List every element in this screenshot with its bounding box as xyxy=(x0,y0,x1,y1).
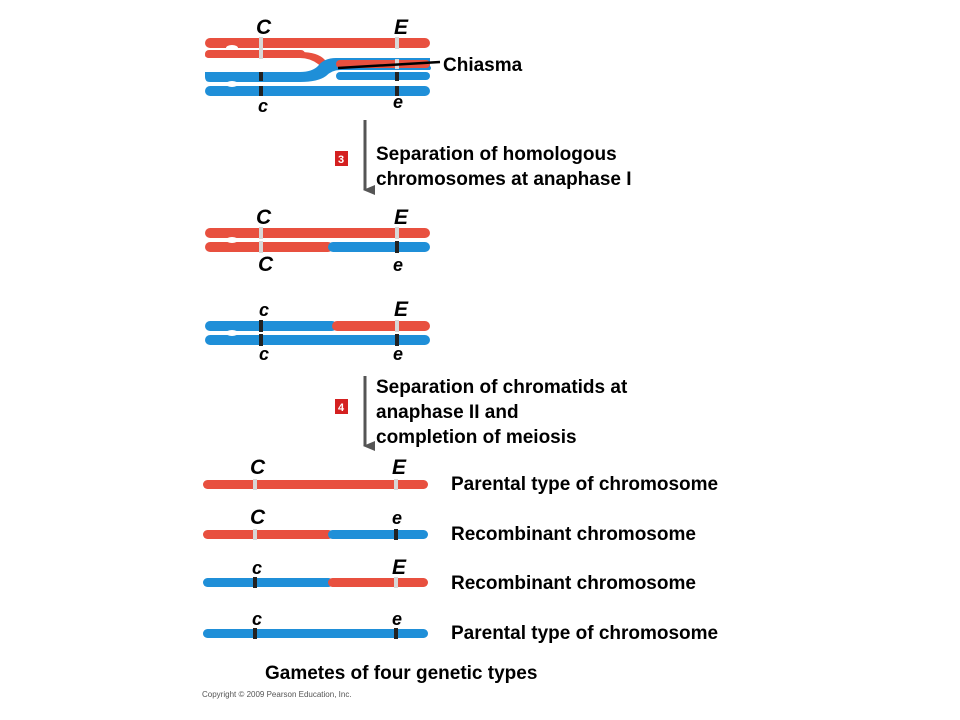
gamete-1-label: Parental type of chromosome xyxy=(451,474,718,495)
allele-c: c xyxy=(258,96,268,116)
blue-chromatid-1-end xyxy=(336,72,430,80)
step-4-line-3: completion of meiosis xyxy=(376,427,577,448)
anaphase1-pair-2: c E c e xyxy=(205,298,430,364)
pair2-allele-top-right: E xyxy=(394,298,409,321)
gamete-3-chromosome-red xyxy=(328,578,428,587)
pair1-chromatid-bottom-blue xyxy=(328,242,430,252)
anaphase1-pair-1: C E C e xyxy=(205,206,430,276)
gamete-3-chromosome-blue xyxy=(203,578,333,587)
red-centromere xyxy=(226,45,238,51)
chiasma-label: Chiasma xyxy=(443,55,523,76)
step-4-number: 4 xyxy=(338,402,345,414)
blue-centromere xyxy=(226,81,238,87)
gamete-2-chromosome-blue xyxy=(328,530,428,539)
gamete-1-allele-right: E xyxy=(392,456,407,479)
gamete-4-label: Parental type of chromosome xyxy=(451,623,718,644)
pair1-chromatid-bottom-red xyxy=(205,242,333,252)
gamete-1-allele-left: C xyxy=(250,456,266,479)
pair2-allele-top-left: c xyxy=(259,300,269,320)
gamete-3-label: Recombinant chromosome xyxy=(451,573,696,594)
step-4-line-2: anaphase II and xyxy=(376,402,519,423)
step-4-badge xyxy=(335,399,348,414)
footer-caption: Gametes of four genetic types xyxy=(265,663,537,684)
step-3-line-2: chromosomes at anaphase I xyxy=(376,169,632,190)
allele-E: E xyxy=(394,16,409,39)
pair2-chromatid-top-blue xyxy=(205,321,337,331)
chiasma-pointer-line xyxy=(337,60,441,70)
pair1-allele-bottom-right: e xyxy=(393,255,403,275)
pair2-allele-bottom-right: e xyxy=(393,344,403,364)
gamete-2-allele-right: e xyxy=(392,508,402,528)
gamete-3-allele-right: E xyxy=(392,556,407,579)
gamete-3-allele-left: c xyxy=(252,558,262,578)
gamete-4-allele-left: c xyxy=(252,609,262,629)
gamete-1-chromosome xyxy=(203,480,428,489)
red-chromatid-2-start xyxy=(205,50,305,58)
step-4-line-1: Separation of chromatids at xyxy=(376,377,628,398)
gamete-2-chromosome-red xyxy=(203,530,333,539)
gamete-2-allele-left: C xyxy=(250,506,266,529)
pair2-allele-bottom-left: c xyxy=(259,344,269,364)
step-3: 3 Separation of homologous chromosomes a… xyxy=(335,120,632,195)
step-4: 4 Separation of chromatids at anaphase I… xyxy=(335,376,628,451)
allele-e: e xyxy=(393,92,403,112)
step-3-number: 3 xyxy=(338,154,344,166)
gamete-1: C E Parental type of chromosome xyxy=(203,456,718,495)
gamete-4-chromosome xyxy=(203,629,428,638)
gamete-3: c E Recombinant chromosome xyxy=(203,556,696,594)
step-3-line-1: Separation of homologous xyxy=(376,144,617,165)
copyright-notice: Copyright © 2009 Pearson Education, Inc. xyxy=(202,690,352,699)
step-3-badge xyxy=(335,151,348,166)
gamete-4: c e Parental type of chromosome xyxy=(203,609,718,644)
allele-C: C xyxy=(256,16,272,39)
gamete-2-label: Recombinant chromosome xyxy=(451,524,696,545)
pair1-allele-top-left: C xyxy=(256,206,272,229)
pair2-chromatid-top-red xyxy=(332,321,430,331)
gamete-2: C e Recombinant chromosome xyxy=(203,506,696,545)
tetrad-with-chiasma: C E c e Chiasma xyxy=(205,16,523,116)
pair1-allele-bottom-left: C xyxy=(258,253,274,276)
pair1-allele-top-right: E xyxy=(394,206,409,229)
gamete-4-allele-right: e xyxy=(392,609,402,629)
blue-chromatid-1-start xyxy=(205,72,305,80)
